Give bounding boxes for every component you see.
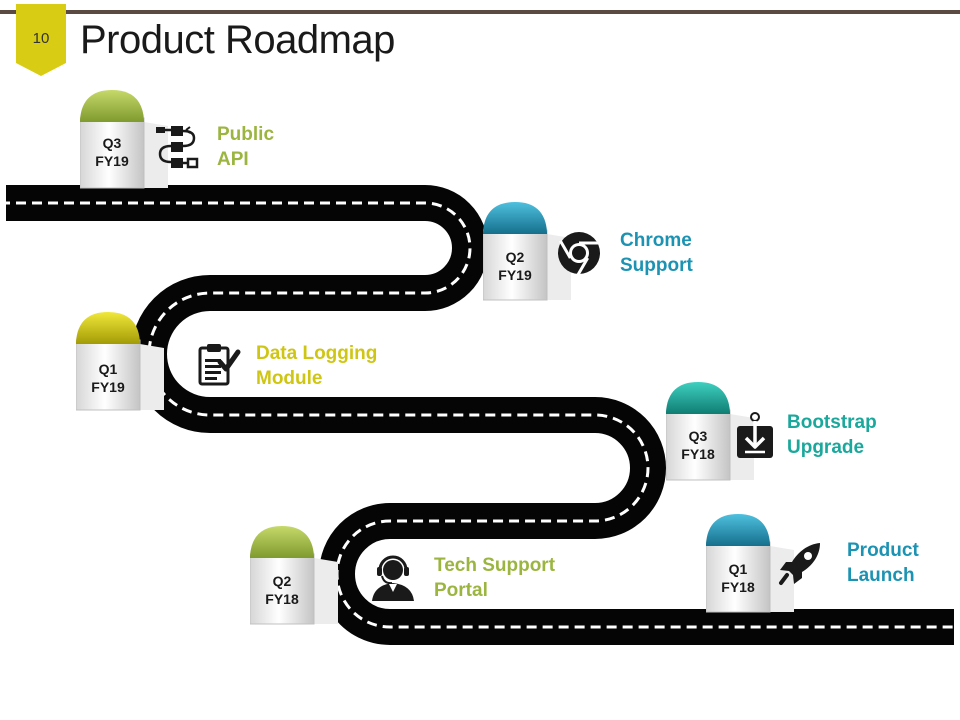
page-number: 10 — [32, 30, 50, 47]
top-rule — [0, 10, 960, 14]
title-line-2: Upgrade — [787, 437, 865, 458]
quarter-text: Q1 — [728, 561, 748, 577]
milestone-title-bootstrap-upgrade: Bootstrap Upgrade — [787, 410, 877, 460]
milestone-label-q2-fy18: Q2 FY18 — [252, 572, 312, 608]
headset-support-icon — [372, 555, 414, 601]
milestone-title-product-launch: Product Launch — [847, 538, 919, 588]
title-line-1: Bootstrap — [787, 412, 877, 433]
api-flow-icon — [156, 126, 199, 169]
page-number-badge — [16, 4, 66, 76]
milestone-title-tech-support-portal: Tech Support Portal — [434, 553, 555, 603]
quarter-text: Q1 — [98, 361, 118, 377]
fiscal-year-text: FY19 — [91, 379, 125, 395]
title-line-1: Tech Support — [434, 555, 556, 576]
fiscal-year-text: FY19 — [498, 267, 532, 283]
page-title: Product Roadmap — [80, 18, 395, 62]
title-line-2: Portal — [434, 580, 488, 601]
milestone-label-q3-fy18: Q3 FY18 — [668, 427, 728, 463]
title-line-2: API — [217, 149, 249, 170]
title-line-2: Module — [256, 368, 323, 389]
chrome-icon — [558, 232, 600, 276]
fiscal-year-text: FY18 — [681, 446, 715, 462]
milestone-label-q2-fy19: Q2 FY19 — [485, 248, 545, 284]
title-line-1: Chrome — [620, 230, 692, 251]
road-center-line — [0, 201, 960, 629]
title-line-2: Launch — [847, 565, 915, 586]
milestone-title-public-api: Public API — [217, 122, 274, 172]
milestone-marker-q2-fy18 — [249, 526, 340, 641]
quarter-text: Q3 — [688, 428, 708, 444]
quarter-text: Q2 — [505, 249, 525, 265]
milestone-marker-q3-fy18 — [665, 382, 756, 497]
fiscal-year-text: FY18 — [265, 591, 299, 607]
title-line-2: Support — [620, 255, 693, 276]
download-icon — [737, 412, 773, 458]
milestone-title-chrome-support: Chrome Support — [620, 228, 693, 278]
milestone-label-q1-fy19: Q1 FY19 — [78, 360, 138, 396]
clipboard-check-icon — [198, 344, 241, 386]
milestone-title-data-logging-module: Data Logging Module — [256, 341, 377, 391]
milestone-label-q3-fy19: Q3 FY19 — [82, 134, 142, 170]
milestone-label-q1-fy18: Q1 FY18 — [708, 560, 768, 596]
milestone-marker-q1-fy19 — [75, 312, 166, 427]
title-line-1: Product — [847, 540, 919, 561]
title-line-1: Public — [217, 124, 275, 145]
milestone-marker-q2-fy19 — [482, 202, 573, 317]
fiscal-year-text: FY18 — [721, 579, 755, 595]
quarter-text: Q3 — [102, 135, 122, 151]
title-line-1: Data Logging — [256, 343, 378, 364]
milestone-marker-q3-fy19 — [79, 90, 170, 205]
rocket-icon — [779, 543, 820, 585]
quarter-text: Q2 — [272, 573, 292, 589]
fiscal-year-text: FY19 — [95, 153, 129, 169]
